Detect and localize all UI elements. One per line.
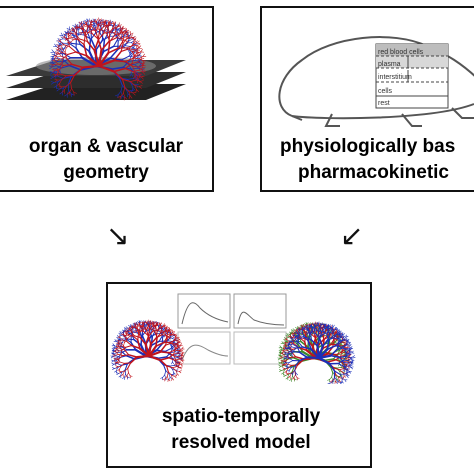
arrow-down-right-icon: ↘: [106, 220, 130, 251]
vascular-tree-icon: [110, 319, 185, 382]
compartment-label: rest: [378, 100, 390, 107]
mouse-outline-image: red blood cells plasma interstitium cell…: [278, 36, 474, 127]
vascular-geometry-image: [6, 17, 186, 101]
right-title-line1: physiologically bas: [280, 136, 456, 157]
compartment-label: interstitium: [378, 74, 412, 81]
arrow-down-left-icon: ↙: [340, 220, 364, 251]
vascular-tree-icon: [277, 321, 356, 384]
compartment-label: red blood cells: [378, 49, 424, 56]
compartment-label: cells: [378, 88, 393, 95]
combined-model-panel: spatio-temporally resolved model: [106, 282, 372, 468]
right-title-line2: pharmacokinetic: [298, 162, 449, 183]
left-title-line2: geometry: [63, 162, 149, 183]
simulation-plots-image: [110, 293, 356, 384]
pbpk-panel: red blood cells plasma interstitium cell…: [260, 6, 474, 192]
bottom-title-line1: spatio-temporally: [161, 406, 321, 427]
bottom-title-line2: resolved model: [171, 432, 311, 453]
left-title-line1: organ & vascular: [28, 136, 184, 157]
vascular-tree-icon: [48, 17, 147, 101]
compartment-label: plasma: [378, 61, 401, 68]
organ-geometry-panel: organ & vascular geometry: [0, 6, 214, 192]
